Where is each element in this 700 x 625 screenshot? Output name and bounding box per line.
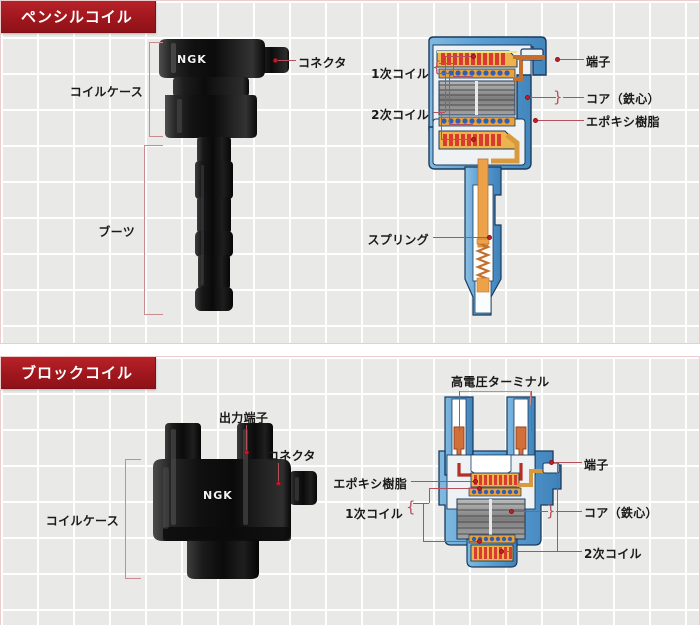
- label-secondary-coil-pencil: 2次コイル: [371, 108, 429, 122]
- ngk-logo-block: NGK: [203, 489, 233, 502]
- leader-secondary-v: [445, 56, 446, 112]
- label-epoxy-block: エポキシ樹脂: [333, 477, 407, 491]
- leader-secondary-b: [445, 56, 473, 57]
- leader-output-terminal-block: [246, 425, 247, 452]
- dot-secondary-top-pencil: [471, 54, 476, 59]
- leader-primary-a: [439, 63, 453, 64]
- leader-secondary-c: [441, 139, 473, 140]
- dot-secondary-block: [499, 549, 504, 554]
- leader-spring: [433, 237, 489, 238]
- label-secondary-coil-block: 2次コイル: [584, 547, 642, 561]
- leader-secondary-block-a: [504, 551, 582, 552]
- leader-connector-block: [278, 463, 279, 483]
- dot-output-terminal-block: [244, 450, 249, 455]
- dot-connector-pencil: [273, 58, 278, 63]
- leader-primary-block-v1: [429, 488, 430, 503]
- leader-core-pencil-b: [563, 97, 584, 98]
- label-coil-case-pencil: コイルケース: [69, 85, 143, 99]
- leader-secondary-block-v: [557, 463, 558, 551]
- leader-secondary-a: [433, 112, 445, 113]
- dot-core-pencil: [525, 95, 530, 100]
- leader-primary-c: [439, 73, 449, 74]
- dot-primary-lower-block: [477, 539, 482, 544]
- leader-primary-b: [453, 76, 473, 77]
- label-terminal-block: 端子: [584, 458, 609, 472]
- leader-core-pencil-a: [530, 97, 556, 98]
- leader-primary-block-v2: [423, 503, 424, 541]
- leader-primary-block-c: [423, 541, 479, 542]
- dot-connector-block: [276, 481, 281, 486]
- label-terminal-pencil: 端子: [586, 55, 611, 69]
- pencil-coil-product-image: NGK: [151, 37, 311, 327]
- ngk-logo-pencil: NGK: [177, 53, 207, 66]
- leader-epoxy-pencil: [538, 120, 584, 121]
- leader-hv-left: [459, 391, 460, 431]
- block-coil-product-image: NGK: [141, 421, 321, 601]
- block-coil-cutaway: [431, 393, 577, 573]
- label-epoxy-pencil: エポキシ樹脂: [586, 115, 660, 129]
- leader-core-block-a: [514, 511, 548, 512]
- label-output-terminal-block: 出力端子: [219, 411, 269, 425]
- brace-core-block: }: [546, 502, 556, 520]
- label-high-voltage-terminal-block: 高電圧ターミナル: [451, 375, 550, 389]
- label-core-pencil: コア（鉄心）: [586, 92, 660, 106]
- label-connector-block: コネクタ: [267, 449, 316, 463]
- leader-primary-block-a: [413, 503, 429, 504]
- dot-spring-pencil: [487, 235, 492, 240]
- pencil-coil-cutaway: [421, 35, 551, 325]
- label-core-block: コア（鉄心）: [584, 506, 658, 520]
- label-primary-coil-pencil: 1次コイル: [371, 67, 429, 81]
- dot-terminal-pencil: [555, 57, 560, 62]
- label-coil-case-block: コイルケース: [45, 514, 119, 528]
- leader-terminal-pencil: [560, 59, 584, 60]
- dot-epoxy-pencil: [533, 118, 538, 123]
- brace-primary-coil-pencil: {: [432, 58, 442, 76]
- section-badge-pencil: ペンシルコイル: [1, 1, 156, 33]
- leader-terminal-block: [554, 462, 582, 463]
- leader-secondary-v2: [441, 112, 442, 139]
- dot-terminal-block: [549, 460, 554, 465]
- leader-connector-pencil: [278, 60, 296, 61]
- bracket-hv-terminal-block: [459, 391, 531, 405]
- dot-secondary-bottom-pencil: [471, 137, 476, 142]
- section-badge-block: ブロックコイル: [1, 357, 157, 389]
- label-spring-pencil: スプリング: [367, 233, 429, 247]
- dot-epoxy-block: [473, 479, 478, 484]
- brace-primary-coil-block: {: [406, 498, 416, 516]
- bracket-coil-case-pencil: [149, 42, 163, 137]
- section-pencil-coil: ペンシルコイル: [0, 0, 700, 344]
- brace-core-pencil: }: [553, 88, 563, 106]
- bracket-boot-pencil: [144, 145, 163, 315]
- leader-hv-right: [531, 391, 532, 431]
- label-primary-coil-block: 1次コイル: [345, 507, 403, 521]
- dot-core-block: [509, 509, 514, 514]
- dot-primary-upper-block: [477, 486, 482, 491]
- leader-primary-v1: [453, 63, 454, 76]
- section-block-coil: ブロックコイル: [0, 356, 700, 625]
- leader-primary-block-b: [429, 488, 479, 489]
- label-boot-pencil: ブーツ: [98, 225, 135, 239]
- leader-primary-v2: [449, 73, 450, 124]
- leader-primary-d: [449, 124, 473, 125]
- leader-core-block-b: [556, 511, 582, 512]
- label-connector-pencil: コネクタ: [298, 56, 347, 70]
- leader-epoxy-block: [411, 481, 475, 482]
- bracket-coil-case-block: [125, 459, 141, 579]
